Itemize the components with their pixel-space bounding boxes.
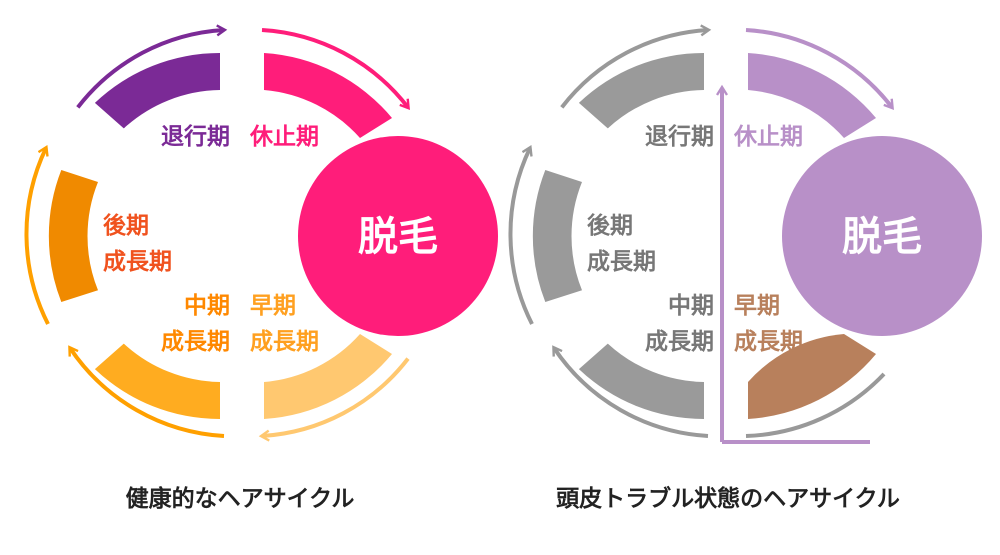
segment-retrogen-trouble: [578, 52, 704, 129]
arrow-to-mid-trouble: [554, 348, 709, 438]
arrow-to-early: [262, 357, 410, 436]
healthy-cycle: 脱毛 退行期 休止期 後期 成長期 中期 成長期 早期 成長期 健康的なヘアサイ…: [24, 28, 498, 512]
segment-late-anagen: [48, 170, 98, 302]
label-mid-line2: 成長期: [161, 329, 230, 355]
segment-early-anagen: [264, 334, 392, 419]
shedding-circle: [298, 136, 498, 336]
label-telogen: 休止期: [249, 124, 319, 150]
label-early-line2-trouble: 成長期: [734, 329, 803, 355]
segment-mid-anagen-trouble: [578, 343, 704, 420]
label-telogen-trouble: 休止期: [733, 124, 803, 150]
label-late-line2-trouble: 成長期: [587, 249, 656, 275]
caption-healthy: 健康的なヘアサイクル: [126, 485, 355, 512]
label-retrogen: 退行期: [161, 123, 230, 150]
label-late-line1: 後期: [103, 212, 149, 239]
shedding-label: 脱毛: [358, 214, 438, 260]
arrow-to-late: [24, 148, 50, 325]
segment-retrogen: [94, 52, 220, 129]
label-early-line2: 成長期: [250, 329, 319, 355]
shedding-label-trouble: 脱毛: [842, 214, 922, 260]
label-early-line1: 早期: [250, 293, 296, 319]
caption-trouble: 頭皮トラブル状態のヘアサイクル: [556, 485, 900, 512]
label-early-line1-trouble: 早期: [734, 293, 780, 319]
segment-late-anagen-trouble: [532, 170, 582, 302]
segment-telogen: [264, 53, 392, 138]
label-mid-line2-trouble: 成長期: [645, 329, 714, 355]
label-mid-line1-trouble: 中期: [668, 293, 714, 319]
arrow-to-rest-trouble: [560, 30, 708, 109]
arrow-to-rest: [76, 30, 224, 109]
trouble-cycle: 脱毛 退行期 休止期 後期 成長期 中期 成長期 早期 成長期 頭皮トラブル状態…: [508, 28, 982, 512]
label-late-line1-trouble: 後期: [587, 212, 633, 239]
segment-mid-anagen: [94, 343, 220, 420]
arrow-bottom-trouble: [745, 372, 886, 438]
shedding-circle-trouble: [782, 136, 982, 336]
label-retrogen-trouble: 退行期: [645, 123, 714, 150]
arrow-to-shedding: [261, 28, 408, 107]
label-mid-line1: 中期: [184, 293, 230, 319]
segment-telogen-trouble: [748, 53, 876, 138]
arrow-to-shedding-trouble: [745, 28, 892, 107]
label-late-line2: 成長期: [103, 249, 172, 275]
segment-early-anagen-trouble: [748, 334, 876, 419]
arrow-to-mid: [70, 348, 225, 438]
arrow-to-late-trouble: [508, 148, 534, 325]
